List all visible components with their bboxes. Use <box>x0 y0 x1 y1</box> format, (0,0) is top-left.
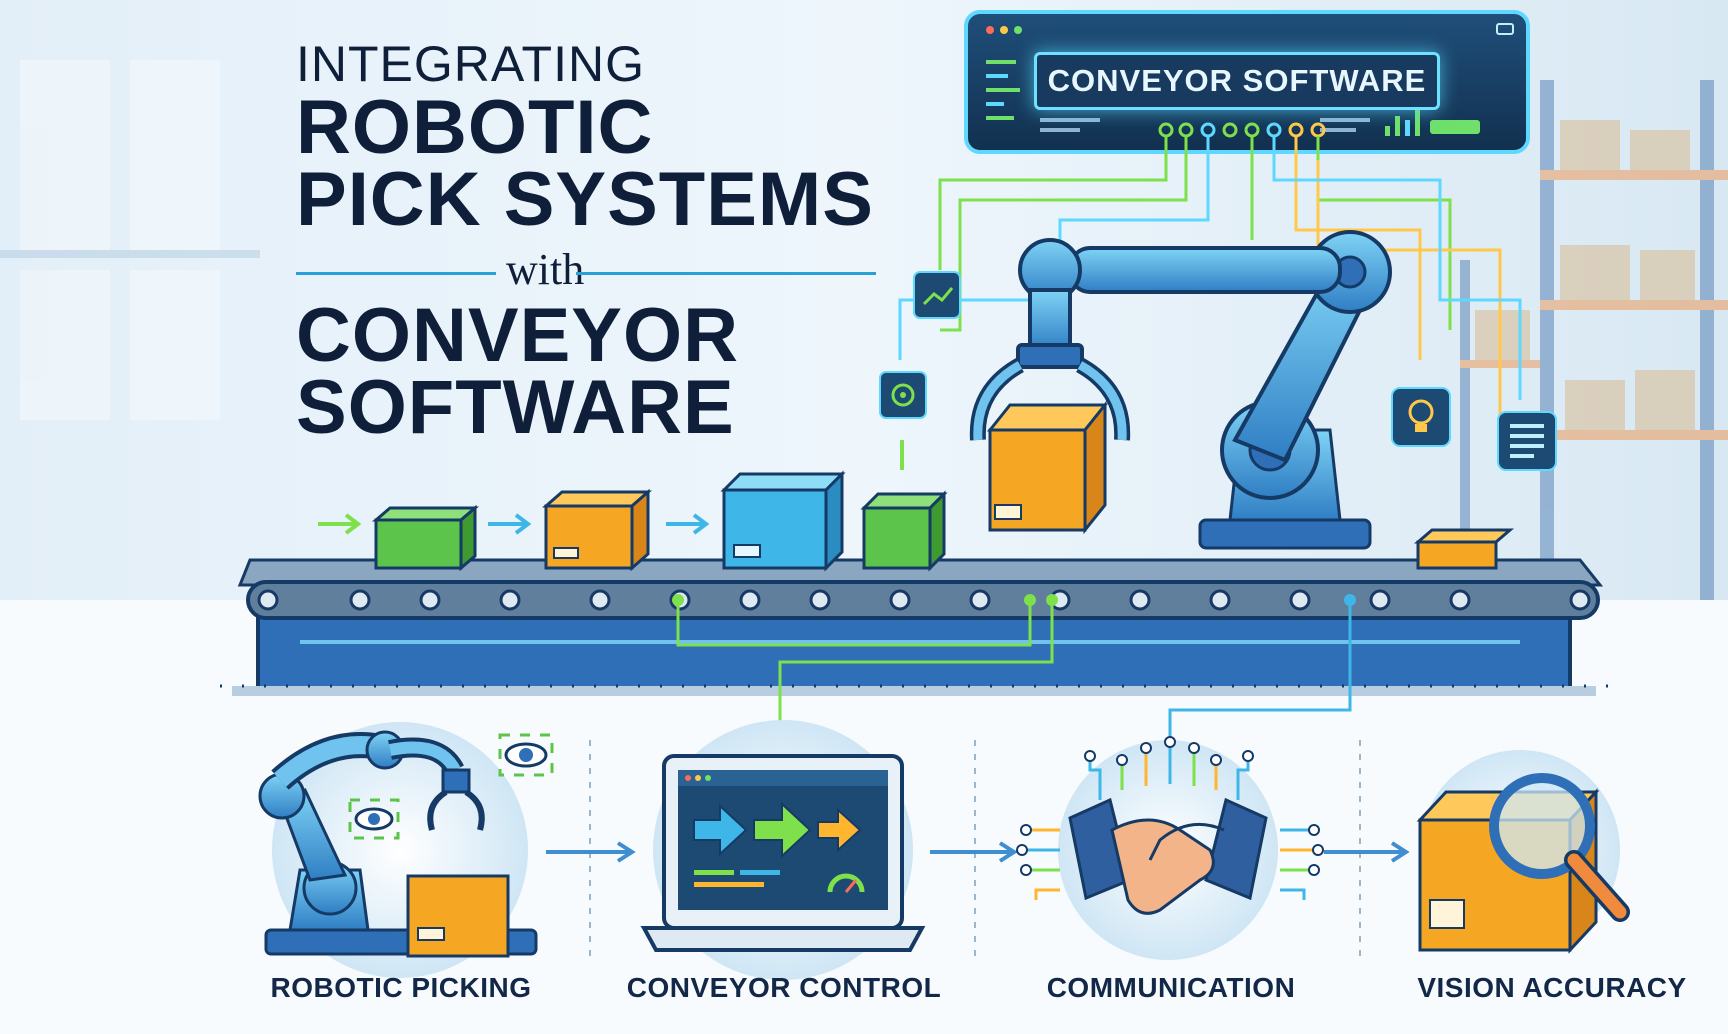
step-label-communication: COMMUNICATION <box>1046 972 1296 1003</box>
step-label-robotic-picking: ROBOTIC PICKING <box>270 972 532 1003</box>
laptop-arrows-icon <box>640 720 926 980</box>
monitor-label: CONVEYOR SOFTWARE <box>1034 52 1440 110</box>
headline: INTEGRATING ROBOTIC PICK SYSTEMS with CO… <box>296 36 876 450</box>
box-cyan <box>720 470 846 572</box>
box-orange-1 <box>542 488 652 572</box>
title-line-pick-systems: PICK SYSTEMS <box>296 157 874 242</box>
warehouse-shelves <box>1460 80 1728 600</box>
magnifier-box-icon <box>1416 750 1630 954</box>
title-rule-left <box>296 272 496 275</box>
step-label-conveyor-control: CONVEYOR CONTROL <box>626 972 942 1003</box>
title-rule-right <box>576 272 876 275</box>
chip-gear-icon <box>879 371 927 419</box>
warehouse-windows <box>0 60 260 420</box>
box-green-2 <box>860 490 948 572</box>
title-connector-with: with <box>506 245 585 294</box>
title-line-conveyor: CONVEYOR <box>296 293 739 378</box>
conveyor-belt <box>220 558 1610 696</box>
title-line-integrating: INTEGRATING <box>296 36 645 92</box>
title-line-software: SOFTWARE <box>296 365 735 450</box>
chip-document-icon <box>1497 411 1557 471</box>
step-label-vision-accuracy: VISION ACCURACY <box>1417 972 1687 1003</box>
robot-arm <box>969 230 1392 550</box>
box-orange-flat <box>1413 528 1515 570</box>
flow-arrows <box>318 440 904 535</box>
box-green-1 <box>371 504 480 572</box>
chip-lightbulb-icon <box>1391 387 1451 447</box>
robot-arm-icon <box>258 722 554 978</box>
handshake-icon <box>1016 736 1324 960</box>
step-dividers <box>589 740 1361 960</box>
title-line-robotic: ROBOTIC <box>296 85 654 170</box>
chip-chart-icon <box>913 271 961 319</box>
step-arrows <box>546 841 1410 863</box>
title-connector-row: with <box>296 240 876 300</box>
signal-wires <box>898 136 1522 420</box>
